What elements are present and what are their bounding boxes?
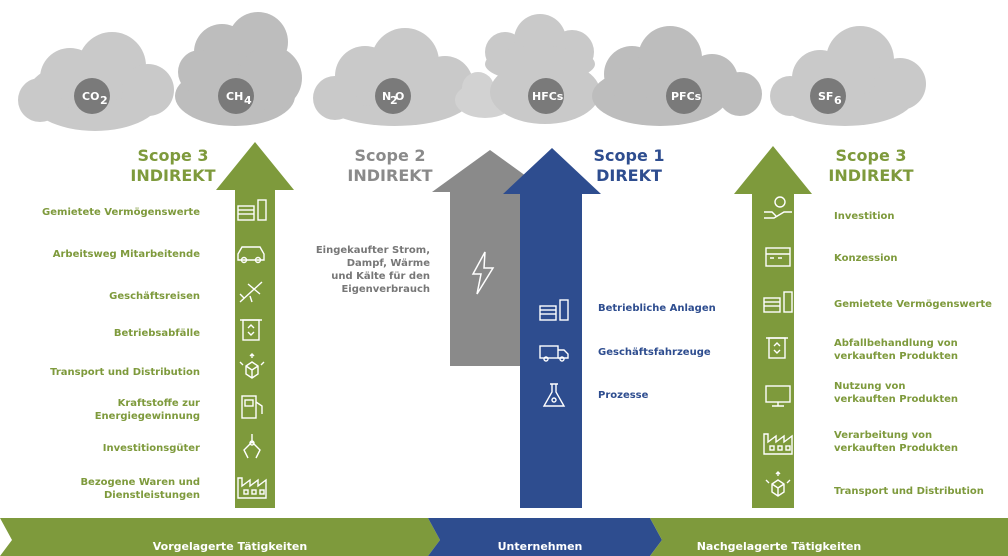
bottom-bar-upstream <box>0 518 440 556</box>
downstream-item-label: Verarbeitung von verkauften Produkten <box>834 430 959 454</box>
gas-circle-n2o: N 2 O <box>375 78 411 114</box>
gas-circle-hfcs: HFCs <box>528 78 564 114</box>
gas-circle-pfcs: PFCs <box>666 78 702 114</box>
lightning-icon <box>471 251 495 295</box>
hand-coin-icon <box>764 196 792 219</box>
scope1-arrow <box>503 148 601 508</box>
upstream-item-label: Betriebsabfälle <box>113 328 200 339</box>
scope-label: Scope 3 <box>137 146 209 165</box>
package-arrows-icon <box>239 353 265 379</box>
svg-text:2: 2 <box>390 94 398 107</box>
scope3-downstream-title: Scope 3 INDIREKT <box>816 146 926 186</box>
downstream-item-label: Konzession <box>834 253 898 264</box>
building-icon <box>763 291 793 313</box>
scope2-arrow <box>432 150 548 366</box>
scope3-upstream-title: Scope 3 INDIREKT <box>118 146 228 186</box>
upstream-item-label: Gemietete Vermögenswerte <box>42 207 200 218</box>
gas-circle-sf6: SF 6 <box>810 78 846 114</box>
greenhouse-gas-clouds: CO 2 CH 4 N 2 O HFCs PFCs SF 6 <box>18 12 926 131</box>
scope1-icons <box>539 299 569 407</box>
airplane-icon <box>239 281 263 303</box>
scope2-title: Scope 2 INDIREKT <box>335 146 445 186</box>
upstream-item-label: Bezogene Waren und Dienstleistungen <box>80 477 200 501</box>
scope-label: Scope 1 <box>593 146 665 165</box>
scope-type: INDIREKT <box>828 166 914 185</box>
building-icon <box>539 299 569 321</box>
scope3-downstream-arrow <box>734 146 812 508</box>
scope3-upstream-arrow <box>216 142 294 508</box>
downstream-item-label: Transport und Distribution <box>834 486 984 497</box>
storefront-icon <box>765 247 791 267</box>
gas-label-hfcs: HFCs <box>532 90 564 103</box>
svg-text:O: O <box>395 90 404 103</box>
downstream-icons <box>763 196 793 497</box>
scope-type: INDIREKT <box>347 166 433 185</box>
package-arrows-icon <box>765 471 791 497</box>
upstream-item-label: Transport und Distribution <box>50 367 200 378</box>
scope1-item-label: Betriebliche Anlagen <box>598 303 716 314</box>
bottom-bar-downstream <box>650 518 1008 556</box>
upstream-item-label: Investitionsgüter <box>102 443 200 454</box>
gas-label-co2: CO <box>82 90 99 103</box>
gas-label-pfcs: PFCs <box>671 90 702 103</box>
svg-text:2: 2 <box>100 94 108 107</box>
flask-icon <box>542 383 566 407</box>
upstream-icons <box>237 199 267 499</box>
recycle-bin-icon <box>766 337 788 359</box>
scope-type: DIREKT <box>596 166 662 185</box>
downstream-item-label: Gemietete Vermögenswerte <box>834 299 992 310</box>
gas-circle-co2: CO 2 <box>74 78 110 114</box>
building-icon <box>237 199 267 221</box>
bottom-bar-downstream-label: Nachgelagerte Tätigkeiten <box>696 540 862 553</box>
bottom-bar-upstream-label: Vorgelagerte Tätigkeiten <box>152 540 308 553</box>
upstream-item-label: Arbeitsweg Mitarbeitende <box>52 249 200 260</box>
gas-label-sf6: SF <box>818 90 833 103</box>
truck-icon <box>539 345 569 362</box>
scope-type: INDIREKT <box>130 166 216 185</box>
car-icon <box>237 246 265 264</box>
scope-label: Scope 2 <box>354 146 426 165</box>
recycle-bin-icon <box>240 319 262 341</box>
factory-icon <box>237 477 267 499</box>
downstream-item-label: Investition <box>834 211 895 222</box>
scope-label: Scope 3 <box>835 146 907 165</box>
monitor-icon <box>765 385 791 407</box>
bottom-bar-company-label: Unternehmen <box>497 540 583 553</box>
gas-circle-ch4: CH 4 <box>218 78 254 114</box>
upstream-item-label: Geschäftsreisen <box>109 291 200 302</box>
downstream-item-label: Abfallbehandlung von verkauften Produkte… <box>834 338 959 362</box>
fuel-pump-icon <box>241 395 263 419</box>
gas-label-ch4: CH <box>226 90 243 103</box>
bottom-bar-company <box>428 518 662 556</box>
scope1-item-label: Geschäftsfahrzeuge <box>598 347 711 358</box>
downstream-item-label: Nutzung von verkauften Produkten <box>834 381 959 405</box>
claw-icon <box>243 434 261 459</box>
svg-text:4: 4 <box>244 94 252 107</box>
gas-label-n2o: N <box>382 90 391 103</box>
svg-text:6: 6 <box>834 94 842 107</box>
scope2-description: Eingekaufter Strom, Dampf, Wärme und Käl… <box>315 245 430 295</box>
scope1-title: Scope 1 DIREKT <box>574 146 684 186</box>
upstream-item-label: Kraftstoffe zur Energiegewinnung <box>94 398 200 422</box>
cloud-pfcs <box>592 26 762 126</box>
factory-icon <box>763 433 793 455</box>
scope1-item-label: Prozesse <box>598 390 649 401</box>
